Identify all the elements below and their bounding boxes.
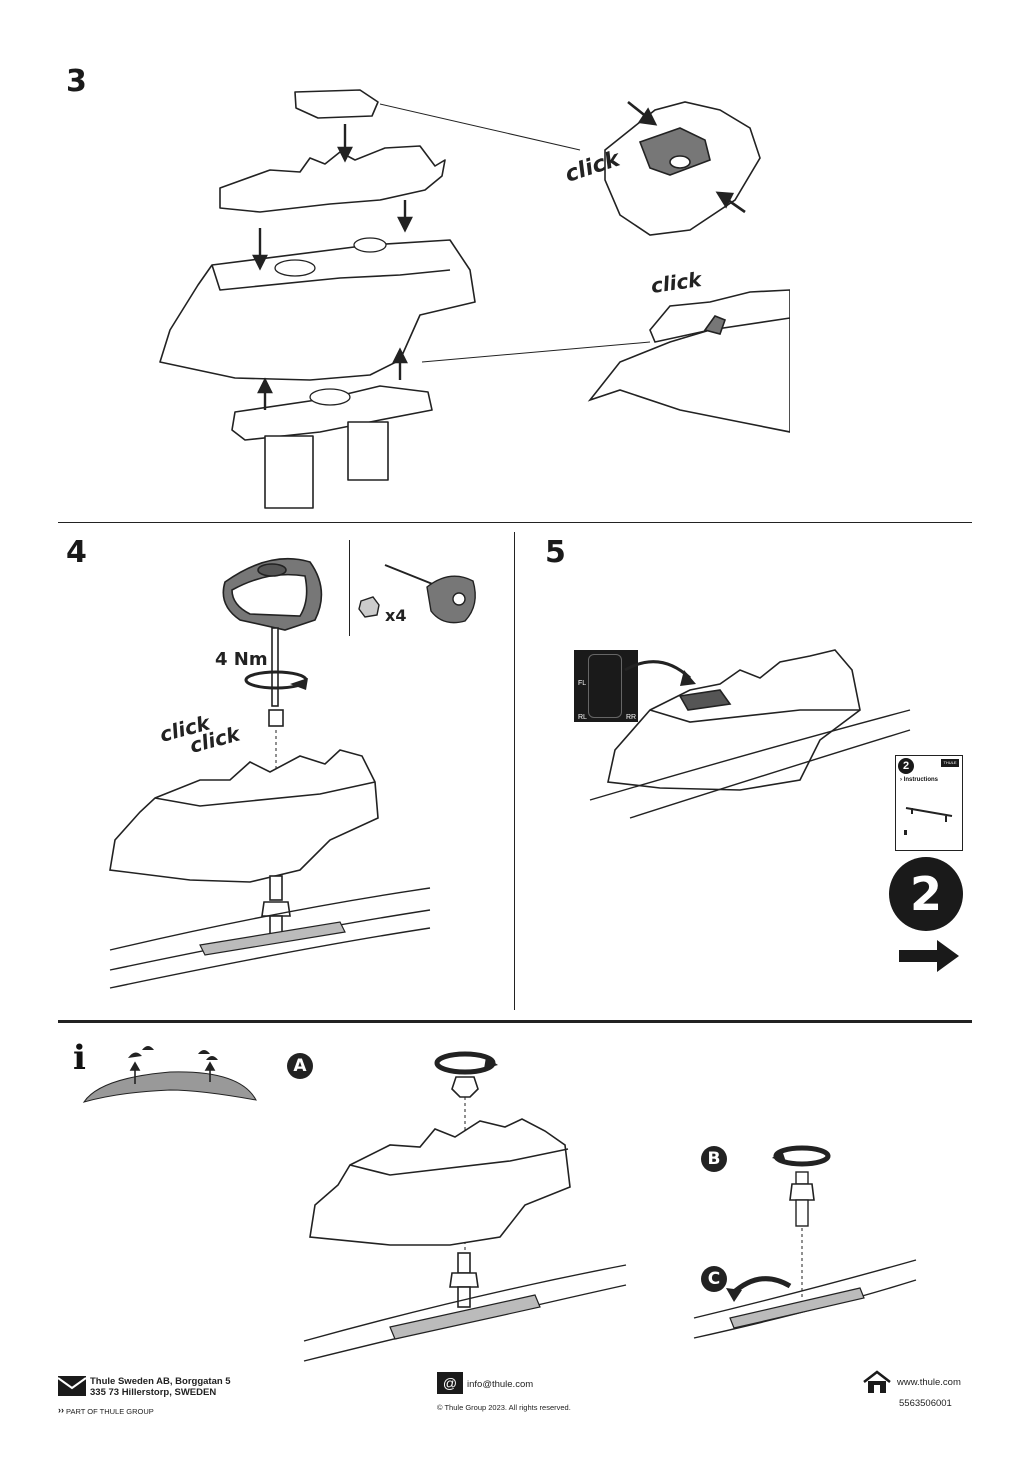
website-link[interactable]: www.thule.com [897, 1377, 961, 1388]
clip-part [294, 89, 379, 119]
adjust-a-illustration [303, 1051, 627, 1362]
document-number: 5563506001 [899, 1398, 952, 1409]
step-5-illustration [589, 649, 911, 819]
copyright: © Thule Group 2023. All rights reserved. [437, 1403, 571, 1412]
booklet-label: › Instructions [900, 777, 939, 783]
step-5-number: 5 [545, 535, 566, 570]
corner-rl: RL [578, 714, 587, 721]
booklet-brand: THULE [941, 759, 959, 767]
mail-icon [58, 1376, 86, 1396]
address-line-2: 335 73 Hillerstorp, SWEDEN [90, 1387, 217, 1398]
quantity-label: x4 [385, 606, 406, 625]
tools-detail: x4 [358, 564, 476, 625]
divider-step3 [58, 522, 972, 523]
divider-tools [349, 540, 350, 636]
step-4-illustration: 4 Nm click click [109, 557, 431, 989]
next-arrow-icon [899, 940, 959, 972]
next-booklet-badge: 2 [889, 857, 963, 931]
torque-label: 4 Nm [215, 649, 268, 670]
booklet-2-thumbnail: 2 THULE › Instructions [895, 755, 963, 851]
group-label: PART OF THULE GROUP [66, 1407, 154, 1416]
email-icon: @ [437, 1372, 463, 1394]
booklet-roofbar-image [904, 807, 953, 835]
vehicle-position-diagram: FL RL RR [574, 650, 638, 722]
divider-step4-5 [514, 532, 515, 1010]
click-label-2: click [649, 267, 704, 298]
email-link[interactable]: info@thule.com [467, 1379, 534, 1390]
group-chevron-icon: ›› [58, 1405, 64, 1415]
adapter-plate [219, 145, 446, 213]
corner-fl: FL [578, 680, 587, 687]
step-3-illustration: click click [159, 89, 790, 509]
roof-curve-illustration [82, 1046, 257, 1103]
adjust-bc-illustration [693, 1145, 917, 1339]
booklet-number: 2 [898, 758, 914, 774]
label-b: B [701, 1146, 727, 1172]
address-line-1: Thule Sweden AB, Borggatan 5 [90, 1376, 231, 1387]
label-c: C [701, 1266, 727, 1292]
website-home-icon [863, 1370, 891, 1393]
vehicle-outline [588, 654, 622, 718]
divider-info [58, 1020, 972, 1023]
step-3-number: 3 [66, 64, 87, 99]
label-a: A [287, 1053, 313, 1079]
info-icon: i [73, 1038, 86, 1078]
corner-rr: RR [626, 714, 637, 721]
step-4-number: 4 [66, 535, 87, 570]
